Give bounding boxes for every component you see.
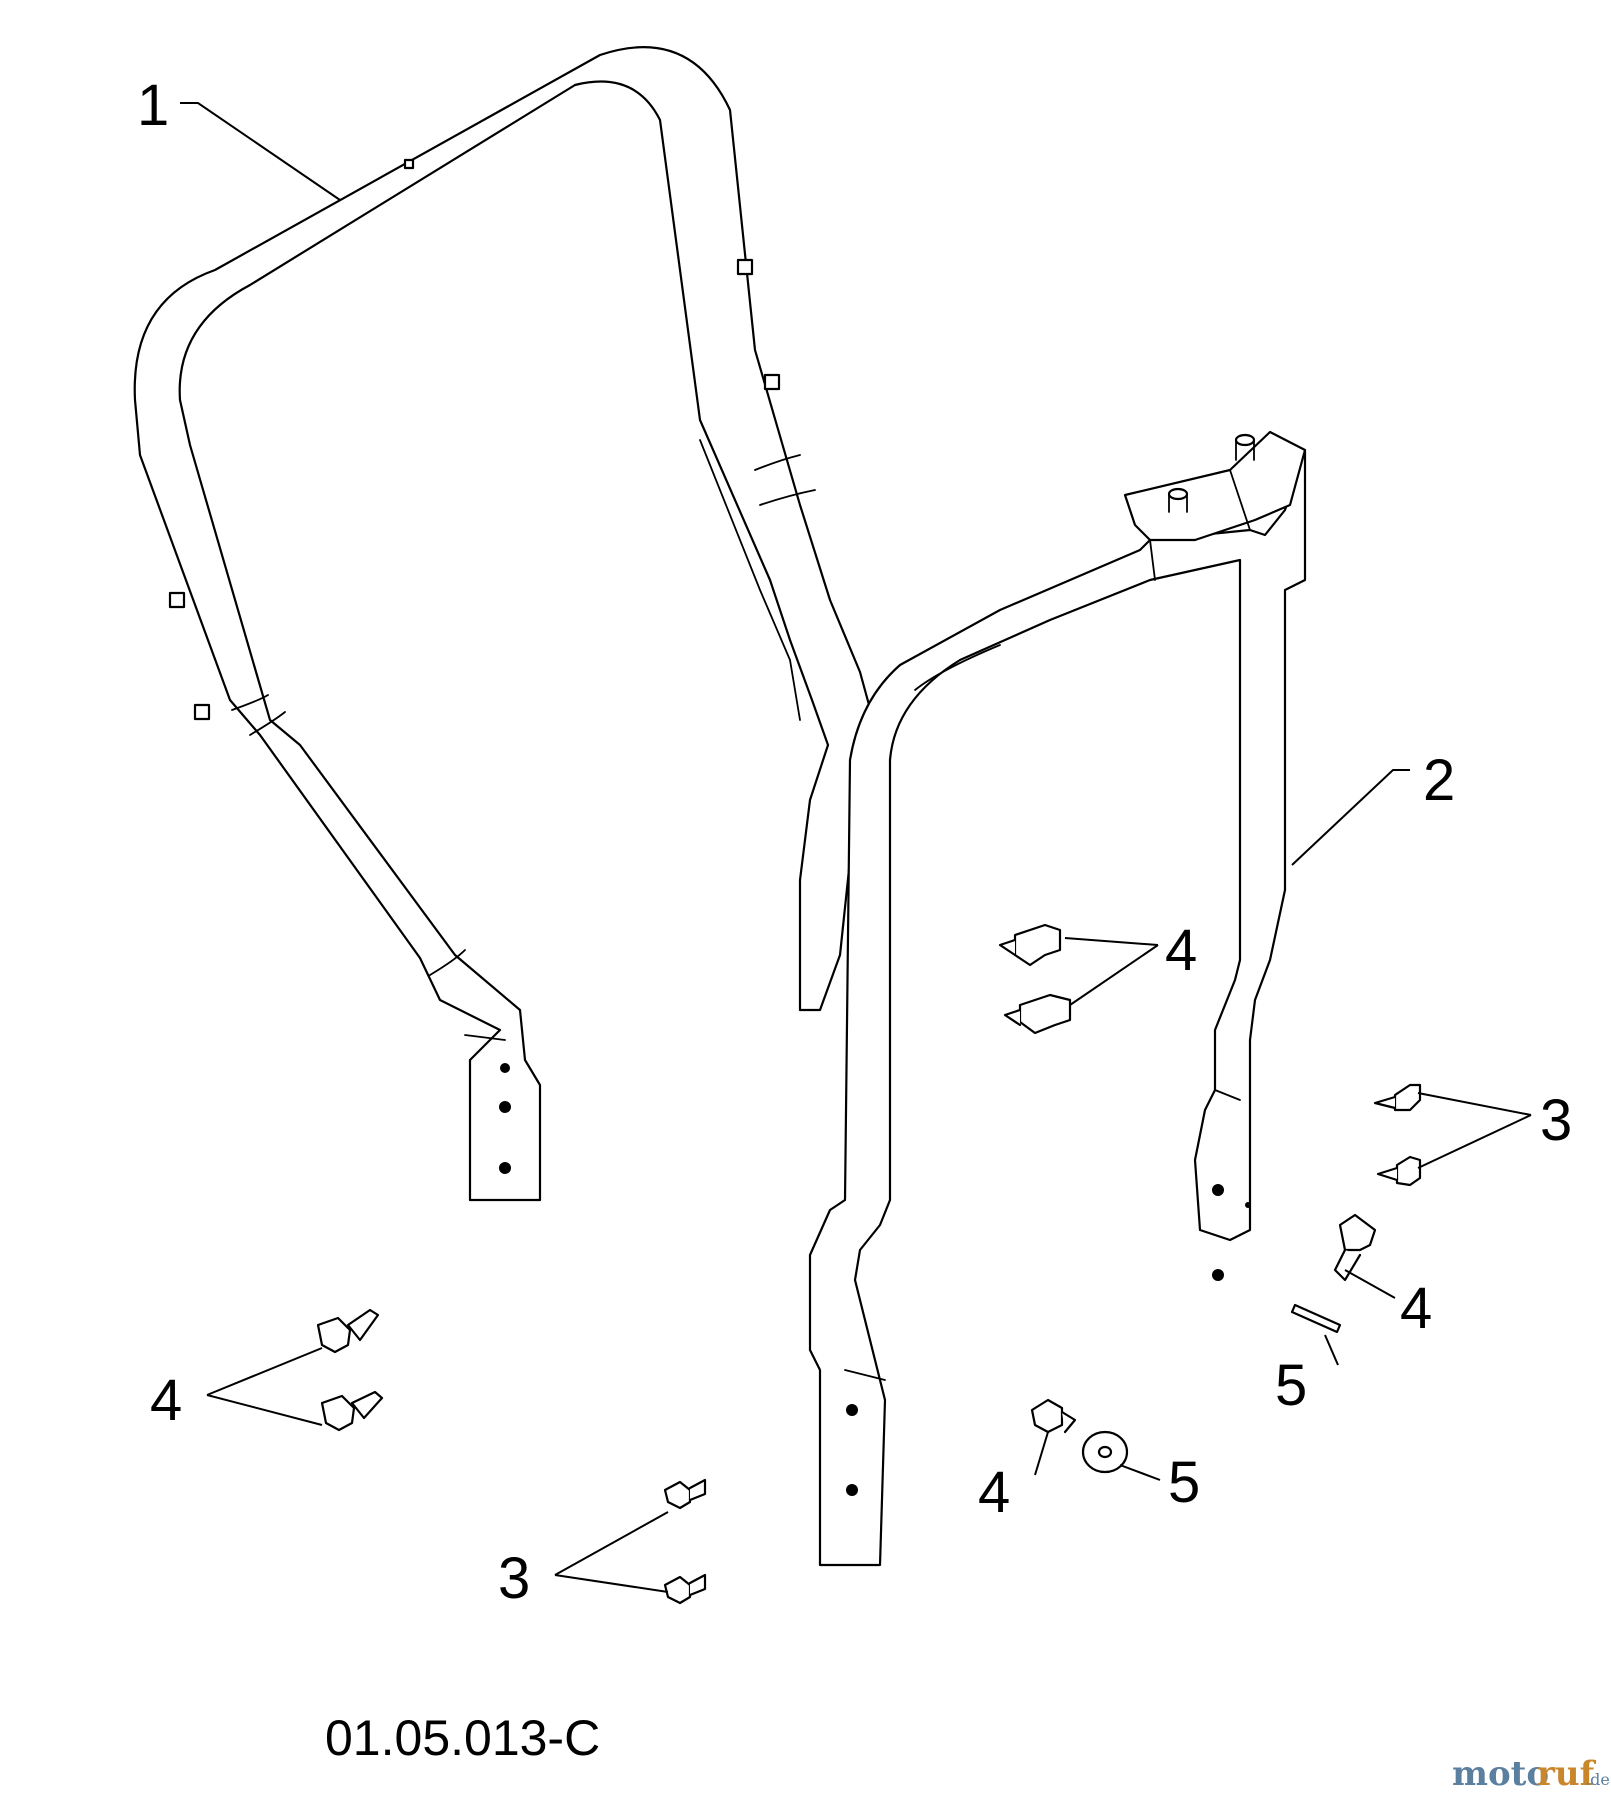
- watermark-suffix: .de: [1585, 1770, 1610, 1789]
- bolt-4-left-upper: [316, 1308, 380, 1354]
- callout-bolt-4-right: 4: [1400, 1276, 1432, 1341]
- callout-bolt-3-upper-right: 3: [1540, 1088, 1572, 1153]
- callout-bolt-4-center: 4: [1165, 918, 1197, 983]
- watermark-logo: moto ruf .de: [1452, 1754, 1610, 1794]
- watermark-part-a: moto: [1452, 1754, 1549, 1794]
- bolt-3-right-upper: [1373, 1083, 1422, 1112]
- bolt-4-center-upper: [998, 923, 1062, 967]
- bolt-4-right: [1333, 1213, 1377, 1282]
- bolt-4-center-lower: [1003, 993, 1072, 1035]
- bolt-4-bottom: [1030, 1398, 1077, 1434]
- handle-frame-lower: [808, 430, 1307, 1567]
- bolt-4-left-lower: [320, 1390, 384, 1432]
- bolt-3-lower-upper: [663, 1478, 707, 1510]
- callout-bolt-3-lower-left: 3: [498, 1546, 530, 1611]
- callout-part-2: 2: [1423, 748, 1455, 813]
- callout-bolt-4-left: 4: [150, 1368, 182, 1433]
- document-number: 01.05.013-C: [325, 1710, 600, 1766]
- leader-lines: [180, 102, 1532, 1593]
- callout-bolt-4-bottom: 4: [978, 1460, 1010, 1525]
- callout-part-1: 1: [137, 73, 169, 138]
- washer-5: [1081, 1430, 1129, 1474]
- handle-frame-upper: [133, 46, 882, 1202]
- bolt-3-right-lower: [1376, 1155, 1422, 1187]
- callout-washer-5: 5: [1168, 1450, 1200, 1515]
- pin-5: [1290, 1303, 1342, 1334]
- bolt-3-lower-lower: [663, 1573, 707, 1605]
- callout-pin-5: 5: [1275, 1353, 1307, 1418]
- watermark-part-b: ruf: [1537, 1754, 1597, 1794]
